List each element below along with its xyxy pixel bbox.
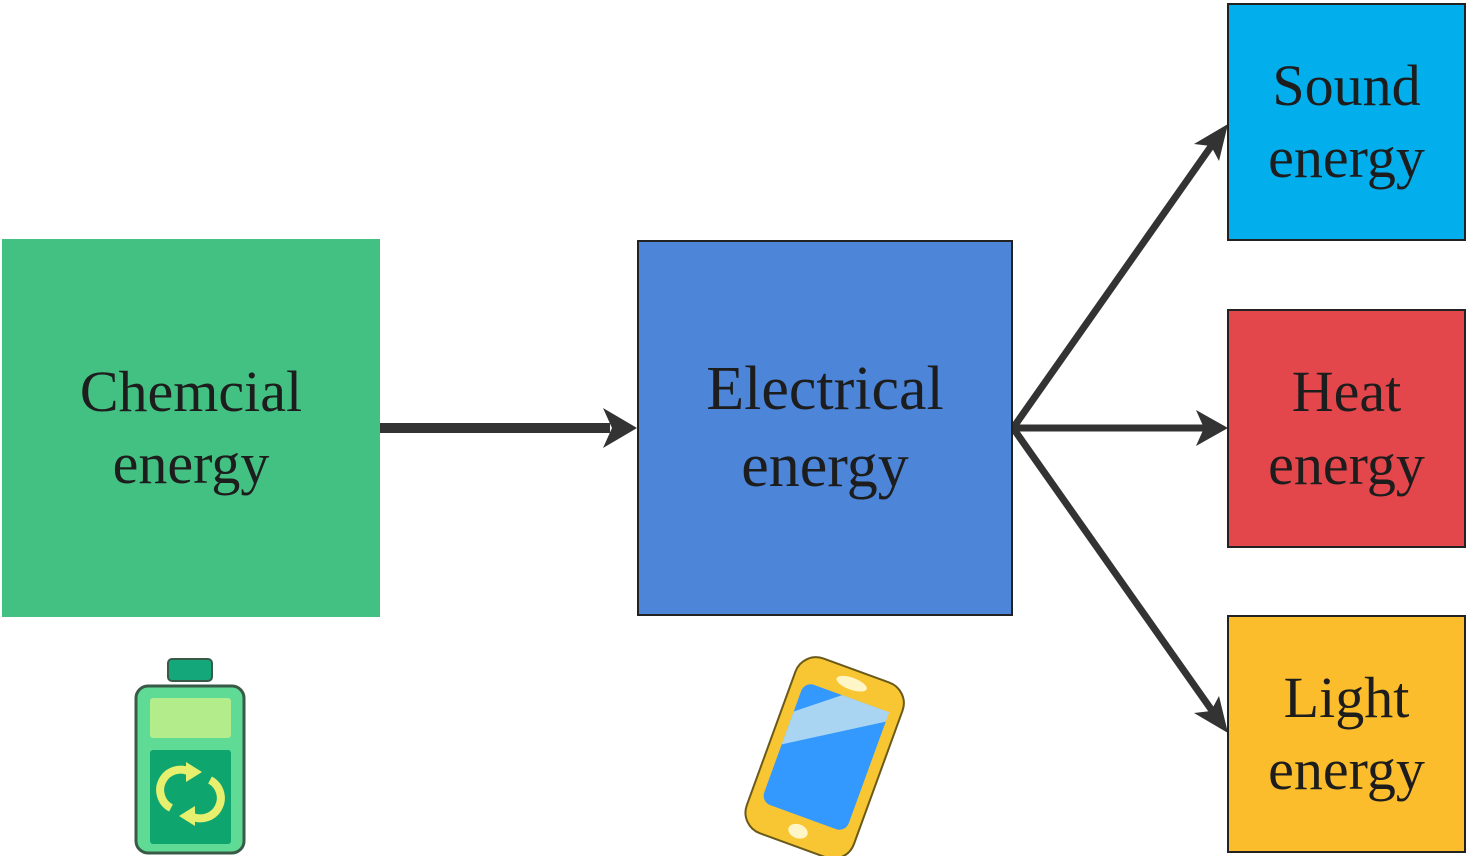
- sound-energy-label: Sound energy: [1268, 52, 1425, 191]
- heat-energy-label: Heat energy: [1268, 359, 1425, 497]
- light-energy-box: Light energy: [1227, 615, 1466, 853]
- arrow-electrical-to-sound: [1010, 124, 1228, 431]
- heat-energy-box: Heat energy: [1227, 309, 1466, 548]
- arrow-electrical-to-heat: [1013, 410, 1228, 446]
- chemical-energy-label: Chemcial energy: [79, 358, 303, 497]
- chemical-energy-box: Chemcial energy: [2, 239, 380, 617]
- electrical-energy-box: Electrical energy: [637, 240, 1013, 616]
- electrical-energy-label: Electrical energy: [706, 354, 944, 501]
- arrow-chemical-to-electrical: [380, 408, 637, 448]
- arrow-electrical-to-light: [1010, 425, 1228, 733]
- light-energy-label: Light energy: [1268, 664, 1425, 803]
- sound-energy-box: Sound energy: [1227, 3, 1466, 241]
